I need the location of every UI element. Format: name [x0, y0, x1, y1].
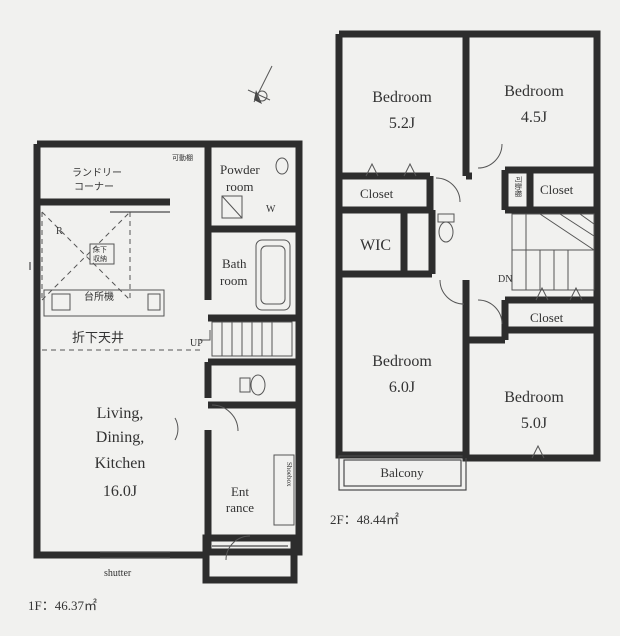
laundry-label-1: ランドリー [72, 167, 122, 179]
bedroom2-label: Bedroom [504, 83, 564, 100]
shoebox-label: Shoebox [285, 462, 293, 487]
ldk-label-1: Living, [97, 405, 144, 422]
bedroom4-label: Bedroom [504, 389, 564, 406]
bathroom-label-2: room [220, 273, 247, 288]
ldk-label-2: Dining, [96, 429, 144, 446]
floor-1: ランドリー コーナー 可動棚 Powder room W Bath room U… [28, 140, 303, 613]
washer-label: W [266, 204, 276, 215]
stairs-up-label: UP [190, 338, 203, 349]
floor2-area-label: 2F：48.44㎡ [330, 512, 399, 527]
floor1-outer-wall [33, 140, 303, 559]
bathroom-label-1: Bath [222, 256, 247, 271]
bedroom2-size: 4.5J [521, 109, 547, 126]
kitchen-note-label-2: 収納 [93, 254, 107, 263]
bedroom3-label: Bedroom [372, 353, 432, 370]
powder-room-label-1: Powder [220, 162, 260, 177]
balcony-label: Balcony [380, 465, 424, 480]
floor1-area-label: 1F：46.37㎡ [28, 598, 97, 613]
fridge-label: R [56, 226, 63, 237]
ldk-size: 16.0J [103, 483, 137, 500]
floor-2: Bedroom 5.2J Bedroom 4.5J Closet Closet … [330, 30, 601, 527]
kitchen-note-label-1: 床下 [93, 245, 107, 254]
compass-icon [247, 65, 273, 104]
shutter-label: shutter [104, 568, 132, 579]
entrance-label-1: Ent [231, 484, 249, 499]
stairs-down-label: DN [498, 274, 512, 285]
stairs-1f [200, 321, 293, 357]
closet1-label: Closet [360, 186, 394, 201]
ldk-label-3: Kitchen [95, 455, 146, 472]
bedroom1-size: 5.2J [389, 115, 415, 132]
closet2-label: Closet [540, 182, 574, 197]
bedroom3-size: 6.0J [389, 379, 415, 396]
ceiling-note-label: 折下天井 [72, 330, 124, 345]
stairs-2f [511, 213, 595, 291]
entrance-porch [202, 534, 298, 584]
water-heater-label: 可動棚 [172, 153, 193, 162]
bedroom4-size: 5.0J [521, 415, 547, 432]
wic-label: WIC [360, 237, 391, 254]
counter-label: 台所機 [84, 290, 114, 303]
entrance-label-2: rance [226, 500, 254, 515]
closet3-label: Closet [530, 310, 564, 325]
movable-shelf-label: 可動棚 [514, 176, 523, 197]
powder-room-label-2: room [226, 179, 253, 194]
bedroom1-label: Bedroom [372, 89, 432, 106]
laundry-label-2: コーナー [74, 181, 114, 193]
balcony [338, 455, 467, 491]
